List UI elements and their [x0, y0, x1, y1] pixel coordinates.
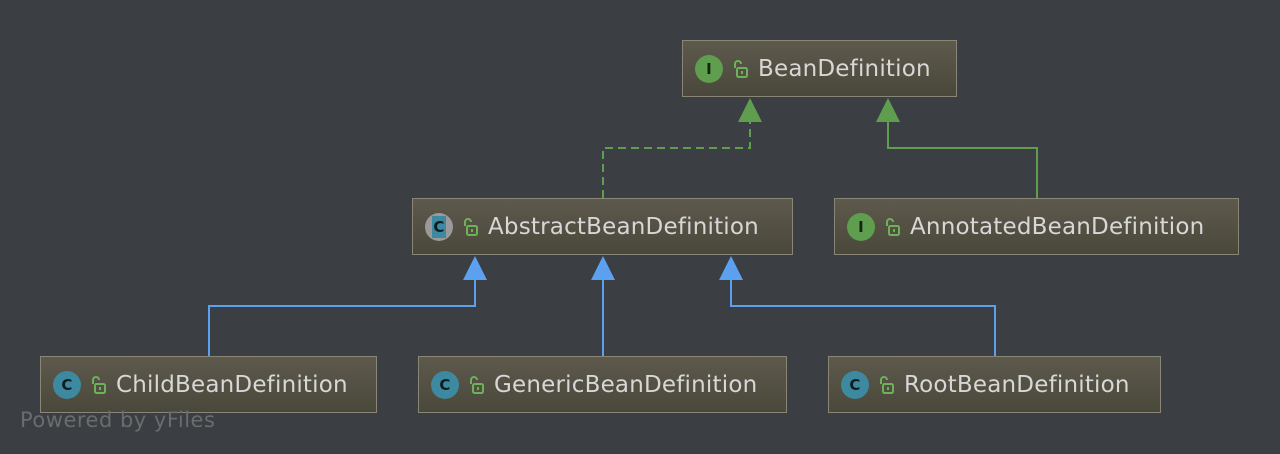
edge-annotated-to-beandefinition [887, 120, 1038, 198]
node-label: GenericBeanDefinition [494, 371, 758, 398]
class-icon: C [841, 370, 869, 399]
node-abstract-bean-definition[interactable]: C AbstractBeanDefinition [412, 198, 793, 255]
arrowhead-beandefinition-left [738, 98, 762, 122]
node-label: BeanDefinition [758, 55, 931, 82]
abstract-class-icon: C [425, 212, 453, 241]
unlocked-public-icon [734, 59, 748, 78]
node-root-bean-definition[interactable]: C RootBeanDefinition [828, 356, 1161, 413]
node-label: AbstractBeanDefinition [488, 213, 759, 240]
node-child-bean-definition[interactable]: C ChildBeanDefinition [40, 356, 377, 413]
class-icon: C [431, 370, 459, 399]
unlocked-public-icon [92, 375, 106, 394]
arrowhead-abstract-left [463, 256, 487, 280]
edge-root-to-abstract [730, 278, 996, 356]
node-generic-bean-definition[interactable]: C GenericBeanDefinition [418, 356, 787, 413]
edge-child-to-abstract [208, 278, 476, 356]
unlocked-public-icon [470, 375, 484, 394]
arrowhead-abstract-right [719, 256, 743, 280]
unlocked-public-icon [880, 375, 894, 394]
node-label: AnnotatedBeanDefinition [910, 213, 1205, 240]
unlocked-public-icon [464, 217, 478, 236]
node-label: ChildBeanDefinition [116, 371, 348, 398]
interface-icon: I [847, 212, 875, 241]
node-annotated-bean-definition[interactable]: I AnnotatedBeanDefinition [834, 198, 1239, 255]
node-bean-definition[interactable]: I BeanDefinition [682, 40, 957, 97]
unlocked-public-icon [886, 217, 900, 236]
abstract-class-letter: C [432, 215, 446, 238]
arrowhead-beandefinition-right [876, 98, 900, 122]
arrowhead-abstract-center [591, 256, 615, 280]
edge-abstract-to-beandefinition [602, 120, 751, 198]
interface-icon: I [695, 54, 723, 83]
class-icon: C [53, 370, 81, 399]
node-label: RootBeanDefinition [904, 371, 1130, 398]
powered-by-watermark: Powered by yFiles [20, 408, 216, 432]
